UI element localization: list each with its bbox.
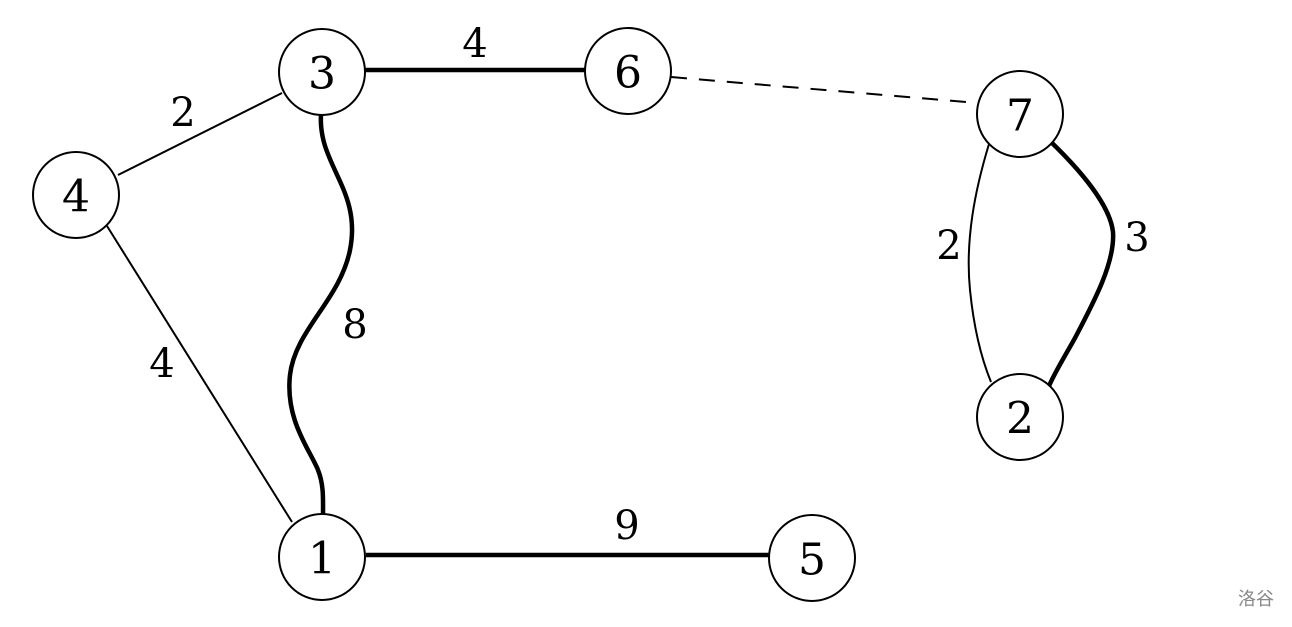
edge-label-1-5: 9	[614, 503, 639, 549]
edge-label-4-1: 4	[149, 341, 174, 387]
edge-4-3	[117, 92, 283, 176]
edge-4-1	[106, 225, 293, 523]
node-1: 1	[278, 513, 366, 601]
node-7: 7	[976, 70, 1064, 158]
edges	[106, 67, 1116, 558]
node-label-4: 4	[62, 172, 90, 223]
edge-label-4-3: 2	[170, 90, 195, 136]
nodes: 1 2 3 4 5 6 7	[32, 27, 1064, 602]
node-label-6: 6	[614, 48, 642, 99]
edge-3-1	[287, 114, 355, 516]
edge-labels: 4 2 4 8 9 2 3	[149, 21, 1149, 549]
edge-7-2-left	[967, 143, 992, 383]
node-6: 6	[584, 27, 672, 115]
edge-label-7-2-left: 2	[936, 223, 961, 269]
node-2: 2	[976, 373, 1064, 461]
edge-7-2-right	[1046, 140, 1116, 387]
node-label-3: 3	[308, 49, 336, 100]
node-label-7: 7	[1006, 91, 1034, 142]
node-3: 3	[278, 28, 366, 116]
node-label-5: 5	[798, 535, 826, 586]
edge-6-7-dashed	[670, 76, 979, 104]
watermark-text: 洛谷	[1238, 589, 1274, 610]
node-5: 5	[768, 514, 856, 602]
edge-label-3-1: 8	[342, 302, 367, 348]
node-label-2: 2	[1006, 394, 1034, 445]
node-4: 4	[32, 151, 120, 239]
edge-label-7-2-right: 3	[1124, 215, 1149, 261]
node-label-1: 1	[308, 534, 336, 585]
edge-label-3-6: 4	[462, 21, 487, 67]
